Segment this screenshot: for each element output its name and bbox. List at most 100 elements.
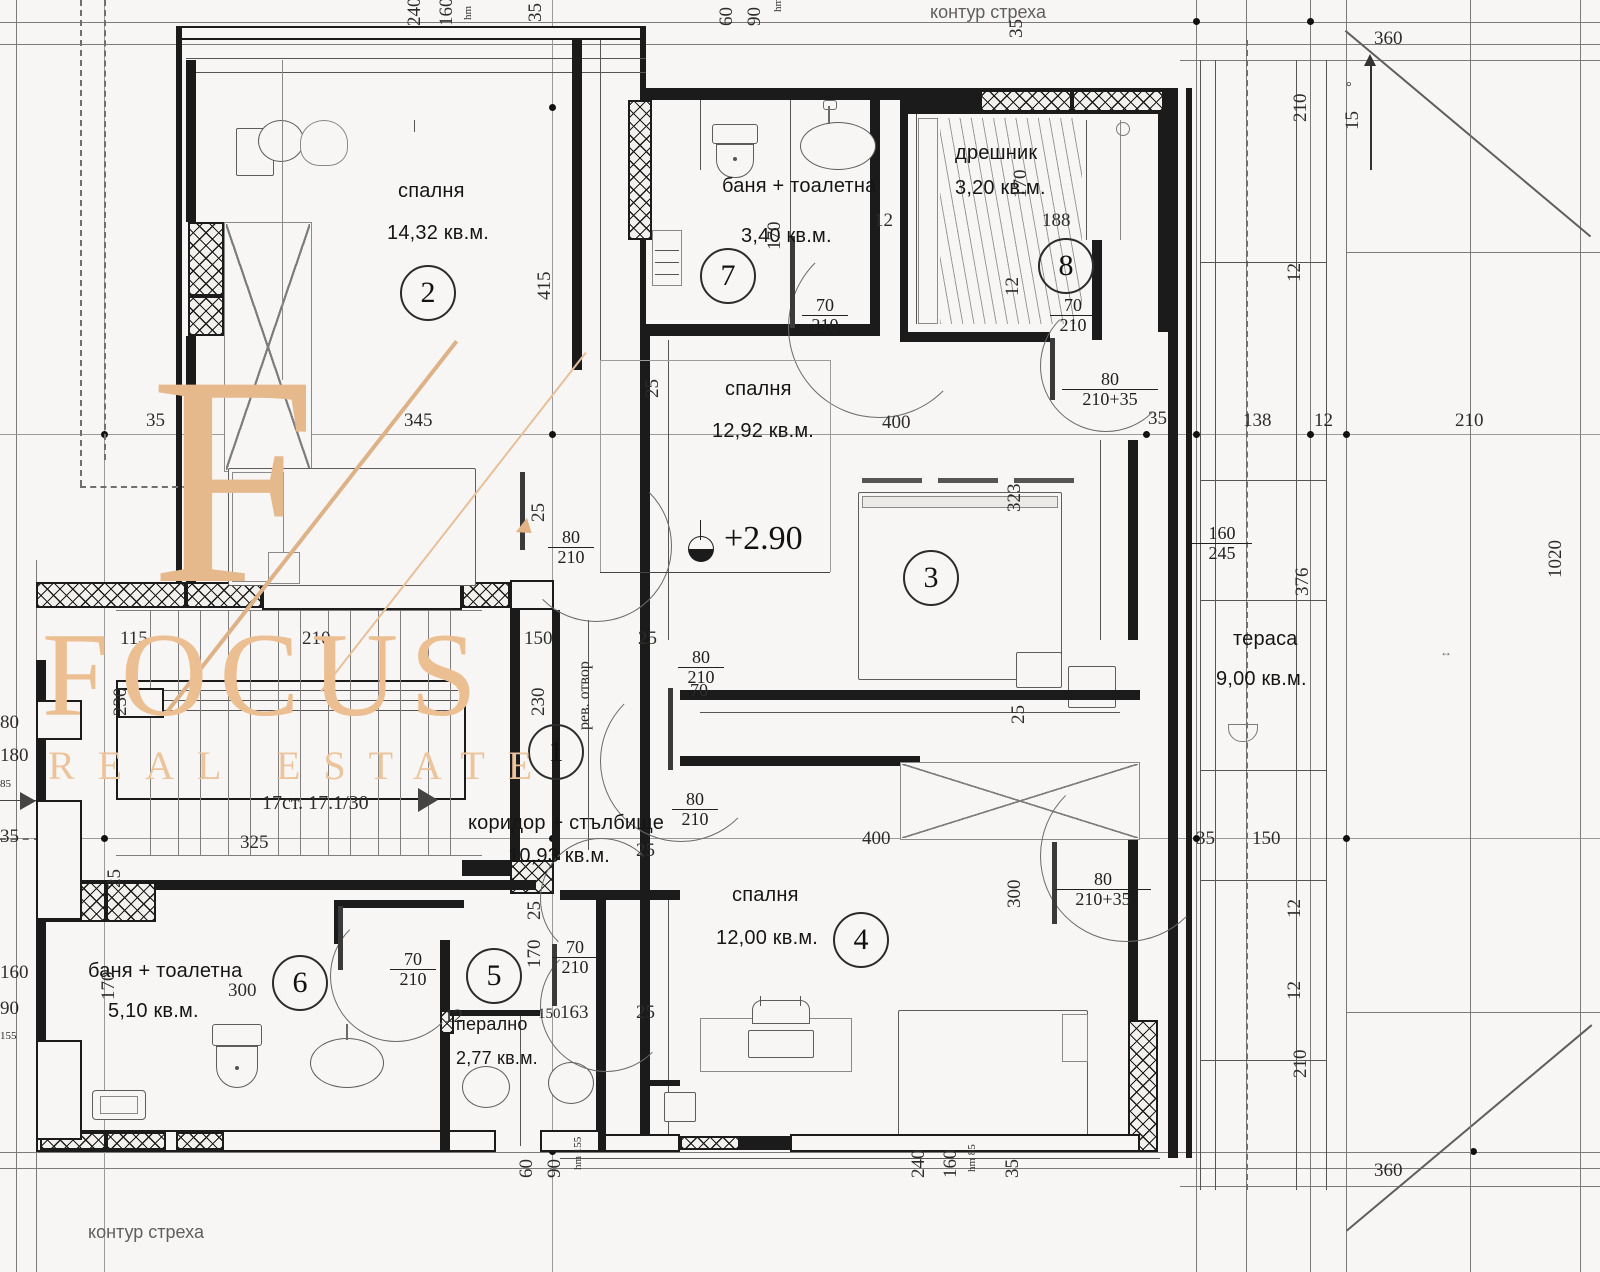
room-label-laundry-5-area: 2,77 кв.м. (456, 1048, 538, 1068)
dim-b-210: 210 (302, 628, 331, 649)
room-label-corridor-1-name: коридор + стълбище (468, 812, 665, 834)
elevation-value: +2.90 (724, 520, 803, 557)
door-label-dt2: 80 210+35 (1055, 870, 1151, 909)
revision-opening-note: рев. отвор (576, 661, 593, 730)
window-width-w3: 160 (1208, 523, 1236, 543)
dim-int-25e: 25 (636, 840, 655, 861)
room-number-7: 7 (700, 248, 756, 304)
room-label-bedroom-2-area: 14,32 кв.м. (387, 222, 490, 244)
room-number-3: 3 (903, 550, 959, 606)
dim-a-138: 138 (1243, 410, 1272, 431)
door-height-dt2: 210+35 (1055, 888, 1151, 909)
roof-contour-label-top: контур стреха (930, 2, 1046, 22)
dim-right-210b: 210 (1290, 1049, 1311, 1079)
room-label-bath-7-area: 3,40 кв.м. (741, 225, 832, 247)
dim-top-35: 35 (525, 3, 546, 22)
dim-int-170a: 170 (98, 971, 119, 1001)
door-label-d5: 70 210 (552, 938, 598, 977)
door-height-d1: 210 (678, 666, 724, 687)
dim-bot-35: 35 (1002, 1159, 1023, 1178)
dim-int-230b: 230 (528, 687, 549, 717)
dim-top-160: 160 (436, 0, 457, 26)
room-label-bedroom-3-area: 12,92 кв.м. (712, 420, 815, 442)
dim-bot-160: 160 (940, 1149, 961, 1179)
dim-bot-60: 60 (516, 1159, 537, 1178)
room-number-8: 8 (1038, 238, 1094, 294)
dim-b-115: 115 (120, 628, 148, 649)
dim-left-155: 155 (0, 1030, 17, 1042)
dim-int-25d: 25 (524, 901, 545, 920)
room-label-laundry-5-name: перално (456, 1014, 528, 1034)
room-number-1: 1 (528, 724, 584, 780)
dim-a-35: 35 (146, 410, 165, 431)
dim-a-210: 210 (1455, 410, 1484, 431)
door-label-d2: 80 210 (548, 528, 594, 567)
dim-right-12a: 12 (1284, 263, 1305, 282)
dim-int-12b: 12 (874, 210, 893, 231)
door-width-d7: 70 (816, 295, 834, 315)
dim-int-25f: 25 (636, 1002, 655, 1023)
dim-a-35b: 35 (1148, 408, 1167, 429)
dim-right-210-top: 210 (1290, 93, 1311, 123)
door-height-d5: 210 (552, 956, 598, 977)
door-label-d8: 70 210 (1050, 296, 1096, 335)
door-label-dt1: 80 210+35 (1062, 370, 1158, 409)
door-label-d1b: 80 210 (672, 790, 718, 829)
room-label-corridor-1-area: 10,93 кв.м. (508, 845, 611, 867)
dim-int-300b: 300 (1004, 879, 1025, 909)
room-label-bedroom-2-name: спалня (398, 180, 465, 202)
dim-int-25c: 25 (1008, 705, 1029, 724)
dim-int-25b: 25 (104, 869, 125, 888)
door-height-d8: 210 (1050, 314, 1096, 335)
dim-left-160: 160 (0, 962, 29, 983)
dim-int-163: 163 (560, 1002, 589, 1023)
dim-top-90: 90 (744, 7, 765, 26)
dim-bot-hm85: hm 85 (966, 1144, 978, 1172)
dim-int-188: 188 (1042, 210, 1071, 231)
door-width-d5: 70 (566, 937, 584, 957)
room-label-bedroom-4-name: спалня (732, 884, 799, 906)
dim-int-325: 325 (240, 832, 269, 853)
door-height-d7: 210 (802, 314, 848, 335)
stairs-note: 17ст. 17.1/30 (262, 792, 369, 814)
dim-int-300: 300 (228, 980, 257, 1001)
door-width-d8: 70 (1064, 295, 1082, 315)
door-width-d1b: 80 (686, 789, 704, 809)
door-width-d1: 80 (692, 647, 710, 667)
dim-a-400: 400 (882, 412, 911, 433)
dim-left-90: 90 (0, 998, 19, 1019)
dim-bot-240: 240 (908, 1149, 929, 1179)
room-number-2: 2 (400, 265, 456, 321)
dim-right-12b: 12 (1284, 899, 1305, 918)
room-label-wardrobe-8-area: 3,20 кв.м. (955, 177, 1046, 199)
room-number-5: 5 (466, 948, 522, 1004)
door-label-d7: 70 210 (802, 296, 848, 335)
roof-contour-label-bottom: контур стреха (88, 1222, 204, 1242)
dim-b-150: 150 (524, 628, 553, 649)
room-label-bath-7-name: баня + тоалетна (722, 175, 877, 197)
dim-left-35: 35 (0, 826, 19, 847)
dim-int-230a: 230 (110, 687, 131, 717)
dim-left-85: 85 (0, 778, 11, 790)
room-label-wardrobe-8-name: дрешник (955, 142, 1038, 164)
dim-bot-90: 90 (544, 1159, 565, 1178)
elevation-underline (600, 572, 830, 573)
door-width-d2: 80 (562, 527, 580, 547)
room-number-4: 4 (833, 912, 889, 968)
dim-int-25a: 25 (528, 503, 549, 522)
dim-b-25: 25 (638, 628, 657, 649)
room-label-bedroom-4-area: 12,00 кв.м. (716, 927, 819, 949)
dim-int-376: 376 (1292, 567, 1313, 597)
dim-top-35b: 35 (1006, 19, 1027, 38)
door-label-d6: 70 210 (390, 950, 436, 989)
dim-bot-hm155: hm 155 (572, 1136, 584, 1170)
dim-b-150b: 150 (1252, 828, 1281, 849)
dim-b-400: 400 (862, 828, 891, 849)
roof-slope-value: 15 (1342, 111, 1363, 130)
room-number-6: 6 (272, 955, 328, 1011)
dim-b-35: 35 (1196, 828, 1215, 849)
roof-slope-unit: ° (1346, 80, 1352, 95)
dim-a-345: 345 (404, 410, 433, 431)
dim-int-323: 323 (1004, 483, 1025, 513)
